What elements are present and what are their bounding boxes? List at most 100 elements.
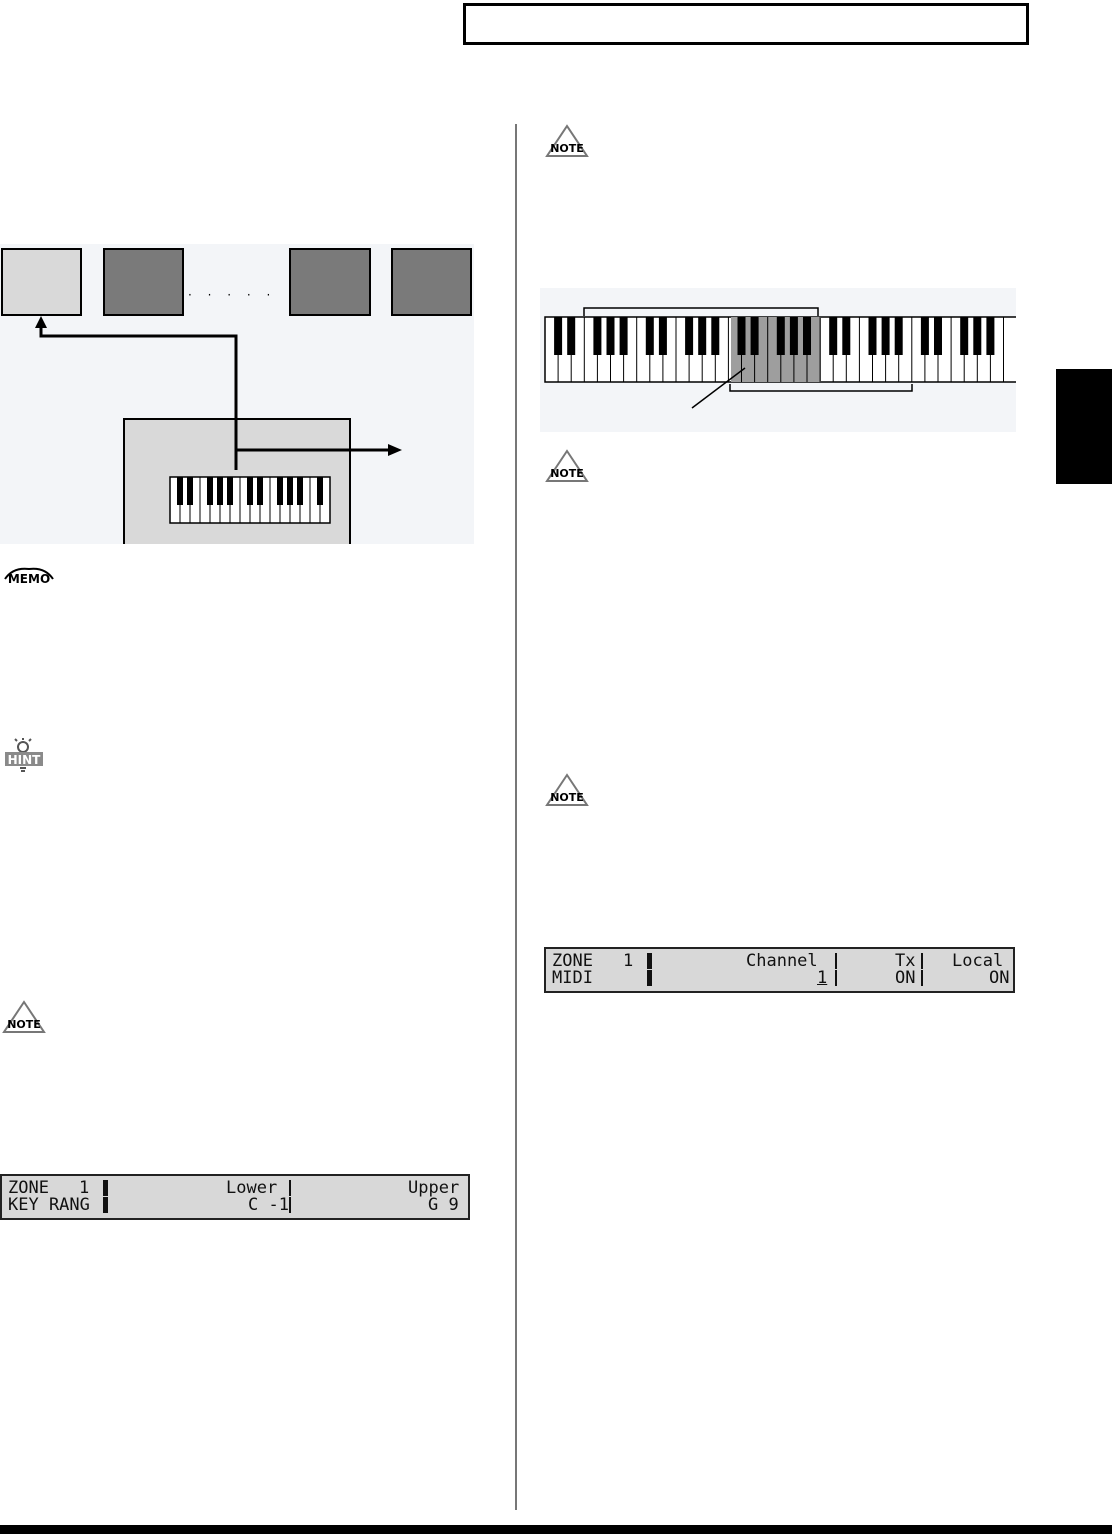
black-key xyxy=(658,317,667,355)
zone-block-2 xyxy=(103,248,184,316)
black-key xyxy=(842,317,851,355)
ellipsis-dots: · · · · · xyxy=(188,288,276,302)
lcd-key-range: ZONE 1 Lower Upper KEY RANG C -1 G 9 xyxy=(0,1174,470,1220)
mini-keyboard xyxy=(169,476,331,524)
black-key xyxy=(207,477,213,505)
black-key xyxy=(750,317,759,355)
key-range-diagram xyxy=(540,288,1018,432)
range-bracket-top xyxy=(583,307,819,316)
lcd-upper-value: G 9 xyxy=(428,1195,459,1215)
black-key xyxy=(554,317,563,355)
lcd-param-label: MIDI xyxy=(552,968,593,988)
black-key xyxy=(593,317,602,355)
arrow-head-up xyxy=(35,316,47,328)
lcd-zone-label: ZONE xyxy=(8,1178,49,1198)
lcd-separator xyxy=(835,953,837,969)
black-key xyxy=(257,477,263,505)
lcd-separator xyxy=(921,970,923,986)
overlap-pointer xyxy=(691,367,746,409)
zone-block-3 xyxy=(289,248,371,316)
lcd-local-value: ON xyxy=(989,968,1010,988)
black-key xyxy=(685,317,694,355)
signal-line-up xyxy=(39,326,238,470)
svg-text:MEMO: MEMO xyxy=(8,572,50,585)
black-key xyxy=(277,477,283,505)
black-key xyxy=(317,477,323,505)
black-key xyxy=(187,477,193,505)
lcd-separator xyxy=(835,970,837,986)
memo-icon: MEMO xyxy=(3,565,55,585)
key-range-svg xyxy=(544,307,1018,409)
svg-text:NOTE: NOTE xyxy=(550,467,584,480)
lcd-row-2: KEY RANG C -1 G 9 xyxy=(8,1197,462,1214)
black-key xyxy=(789,317,798,355)
lcd-cursor-bar xyxy=(103,1197,108,1213)
lcd-zone-label: ZONE xyxy=(552,951,593,971)
black-key xyxy=(920,317,929,355)
lcd-separator xyxy=(289,1197,291,1213)
black-key xyxy=(177,477,183,505)
note-icon-right-2: NOTE xyxy=(545,449,589,483)
lcd-tx-label: Tx xyxy=(895,951,916,971)
black-key xyxy=(645,317,654,355)
zone-block-4 xyxy=(391,248,472,316)
black-key xyxy=(881,317,890,355)
lcd-channel-value: 1 xyxy=(817,968,828,988)
lcd-cursor-bar xyxy=(103,1180,108,1196)
svg-text:NOTE: NOTE xyxy=(550,791,584,804)
lcd-cursor-bar xyxy=(647,953,652,969)
black-key xyxy=(619,317,628,355)
lcd-zone-number: 1 xyxy=(623,951,634,971)
lcd-separator xyxy=(921,953,923,969)
lcd-lower-value: C -1 xyxy=(248,1195,289,1215)
lcd-tx-value: ON xyxy=(895,968,916,988)
black-key xyxy=(829,317,838,355)
black-key xyxy=(960,317,969,355)
lcd-separator xyxy=(289,1180,291,1196)
black-key xyxy=(287,477,293,505)
lcd-zone-number: 1 xyxy=(79,1178,90,1198)
lcd-channel-label: Channel xyxy=(746,951,818,971)
note-icon-right-3: NOTE xyxy=(545,773,589,807)
lcd-row-1: ZONE 1 Lower Upper xyxy=(8,1180,462,1197)
hint-icon: HINT xyxy=(3,738,45,774)
lcd-cursor-bar xyxy=(647,970,652,986)
black-key xyxy=(973,317,982,355)
black-key xyxy=(934,317,942,355)
zone-routing-diagram: · · · · · xyxy=(0,244,474,546)
black-key xyxy=(297,477,303,505)
black-key xyxy=(737,317,746,355)
lcd-row-2: MIDI 1 ON ON xyxy=(552,968,1010,988)
zone-block-1 xyxy=(1,248,82,316)
footer-bar xyxy=(0,1525,1112,1534)
lcd-midi: ZONE 1 Channel Tx Local MIDI 1 ON ON xyxy=(544,947,1015,993)
note-icon-right-1: NOTE xyxy=(545,124,589,158)
black-key xyxy=(247,477,253,505)
svg-text:HINT: HINT xyxy=(8,753,42,767)
black-key xyxy=(227,477,233,505)
black-key xyxy=(606,317,615,355)
lcd-lower-label: Lower xyxy=(226,1178,278,1198)
svg-text:NOTE: NOTE xyxy=(7,1018,41,1031)
black-key xyxy=(894,317,903,355)
arrow-head-right xyxy=(388,444,402,456)
black-key xyxy=(698,317,707,355)
black-key xyxy=(711,317,720,355)
black-key xyxy=(868,317,877,355)
range-bracket-bottom xyxy=(729,384,913,392)
black-key xyxy=(217,477,223,505)
chapter-tab xyxy=(1056,369,1112,484)
black-key xyxy=(567,317,576,355)
black-key xyxy=(986,317,995,355)
lcd-param-label: KEY RANG xyxy=(8,1195,90,1215)
zone-routing-svg: · · · · · xyxy=(1,248,472,546)
lcd-row-1: ZONE 1 Channel Tx Local xyxy=(552,953,1007,970)
black-key xyxy=(776,317,785,355)
black-key xyxy=(803,317,811,355)
lcd-upper-label: Upper xyxy=(408,1178,460,1198)
note-icon-left: NOTE xyxy=(2,1000,46,1034)
page-header-box xyxy=(463,3,1029,45)
full-keyboard xyxy=(544,316,1018,383)
column-divider xyxy=(515,124,517,1510)
lcd-local-label: Local xyxy=(952,951,1004,971)
